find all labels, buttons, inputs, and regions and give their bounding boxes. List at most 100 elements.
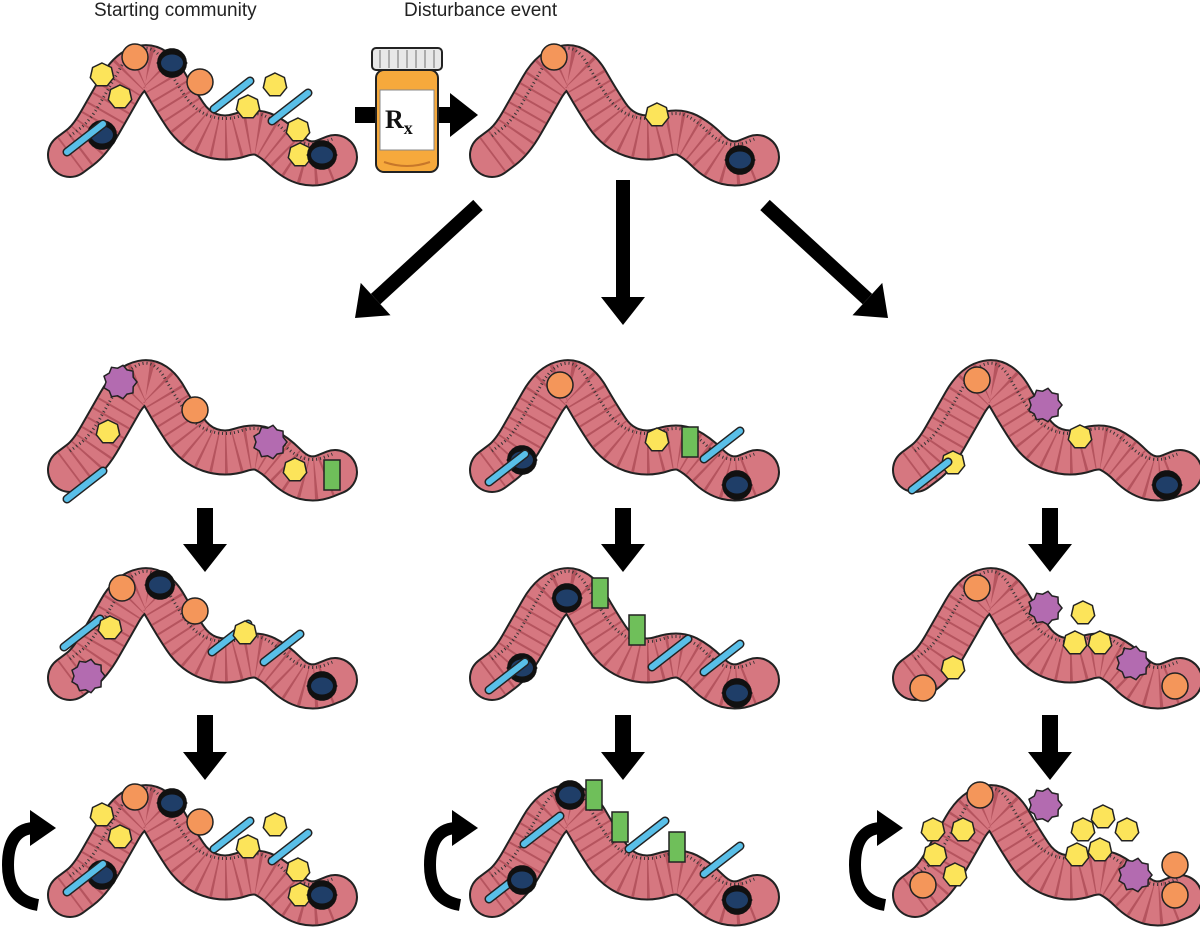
navy-spiky-icon <box>721 470 753 500</box>
rod-bacterium-icon <box>267 88 313 126</box>
recycle-arrow-center <box>423 810 478 911</box>
pill-bottle-icon <box>371 47 443 173</box>
yellow-heptagon-icon <box>1090 804 1116 829</box>
navy-spiky-icon <box>724 145 756 175</box>
yellow-heptagon-icon <box>235 834 261 859</box>
yellow-heptagon-icon <box>107 84 133 109</box>
yellow-heptagon-icon <box>285 117 311 142</box>
yellow-heptagon-icon <box>644 102 670 127</box>
yellow-heptagon-icon <box>644 427 670 452</box>
purple-star-icon <box>1118 857 1153 893</box>
yellow-heptagon-icon <box>1062 630 1088 655</box>
yellow-heptagon-icon <box>940 655 966 680</box>
yellow-heptagon-icon <box>95 419 121 444</box>
starting-community-label: Starting community <box>94 0 257 21</box>
path-c-step1-panel <box>892 359 1200 502</box>
path-c-step2-panel <box>892 567 1200 710</box>
rod-bacterium-icon <box>209 76 255 114</box>
green-rectangle-icon <box>681 426 699 458</box>
purple-star-icon <box>1116 645 1151 681</box>
rod-bacterium-icon <box>907 457 953 495</box>
rod-bacterium-icon <box>484 657 530 695</box>
yellow-heptagon-icon <box>262 812 288 837</box>
disturbed-community-panel <box>469 43 780 187</box>
starting-community-panel <box>47 43 358 187</box>
path-a-step3-panel <box>47 783 358 927</box>
yellow-heptagon-icon <box>1064 842 1090 867</box>
recycle-arrow-left <box>1 810 56 911</box>
rod-bacterium-icon <box>59 614 105 652</box>
orange-cocci-icon <box>186 68 214 96</box>
orange-cocci-icon <box>963 574 991 602</box>
yellow-heptagon-icon <box>282 457 308 482</box>
rod-bacterium-icon <box>62 119 108 157</box>
branch-center-arrow <box>601 180 645 325</box>
orange-cocci-icon <box>966 781 994 809</box>
path-a-step2-panel <box>47 567 358 710</box>
yellow-heptagon-icon <box>285 857 311 882</box>
yellow-heptagon-icon <box>1087 630 1113 655</box>
orange-cocci-icon <box>540 43 568 71</box>
orange-cocci-icon <box>108 574 136 602</box>
yellow-heptagon-icon <box>89 62 115 87</box>
path-b-step3-panel <box>469 779 780 927</box>
rod-bacterium-icon <box>699 639 745 677</box>
purple-star-icon <box>103 364 138 400</box>
yellow-heptagon-icon <box>107 824 133 849</box>
path-c-step3-panel <box>892 781 1200 927</box>
branch-right-arrow <box>760 199 888 318</box>
green-rectangle-icon <box>668 831 686 863</box>
purple-star-icon <box>1028 387 1063 423</box>
path-a-step1-panel <box>47 359 358 504</box>
yellow-heptagon-icon <box>920 817 946 842</box>
yellow-heptagon-icon <box>1114 817 1140 842</box>
navy-spiky-icon <box>551 583 583 613</box>
yellow-heptagon-icon <box>942 862 968 887</box>
rod-bacterium-icon <box>647 634 693 672</box>
orange-cocci-icon <box>121 43 149 71</box>
navy-spiky-icon <box>306 880 338 910</box>
navy-spiky-icon <box>306 671 338 701</box>
green-rectangle-icon <box>323 459 341 491</box>
green-rectangle-icon <box>591 577 609 609</box>
succession-arrow <box>1028 715 1072 780</box>
orange-cocci-icon <box>1161 672 1189 700</box>
orange-cocci-icon <box>909 674 937 702</box>
yellow-heptagon-icon <box>232 620 258 645</box>
navy-spiky-icon <box>156 48 188 78</box>
yellow-heptagon-icon <box>89 802 115 827</box>
yellow-heptagon-icon <box>1070 817 1096 842</box>
yellow-heptagon-icon <box>950 817 976 842</box>
navy-spiky-icon <box>156 788 188 818</box>
orange-cocci-icon <box>963 366 991 394</box>
rod-bacterium-icon <box>624 816 670 854</box>
orange-cocci-icon <box>909 871 937 899</box>
succession-arrow <box>183 508 227 572</box>
purple-star-icon <box>71 658 106 694</box>
navy-spiky-icon <box>554 780 586 810</box>
rod-bacterium-icon <box>484 449 530 487</box>
green-rectangle-icon <box>611 811 629 843</box>
green-rectangle-icon <box>628 614 646 646</box>
yellow-heptagon-icon <box>1087 837 1113 862</box>
yellow-heptagon-icon <box>1067 424 1093 449</box>
navy-spiky-icon <box>1151 470 1183 500</box>
succession-arrow <box>183 715 227 780</box>
yellow-heptagon-icon <box>262 72 288 97</box>
orange-cocci-icon <box>121 783 149 811</box>
yellow-heptagon-icon <box>235 94 261 119</box>
yellow-heptagon-icon <box>1070 600 1096 625</box>
rod-bacterium-icon <box>699 426 745 464</box>
rod-bacterium-icon <box>62 859 108 897</box>
branch-left-arrow <box>355 199 483 318</box>
path-b-step1-panel <box>469 359 780 502</box>
succession-arrow <box>1028 508 1072 572</box>
orange-cocci-icon <box>1161 851 1189 879</box>
navy-spiky-icon <box>144 570 176 600</box>
orange-cocci-icon <box>1161 881 1189 909</box>
succession-arrow <box>601 715 645 780</box>
yellow-heptagon-icon <box>97 615 123 640</box>
rod-bacterium-icon <box>62 466 108 504</box>
